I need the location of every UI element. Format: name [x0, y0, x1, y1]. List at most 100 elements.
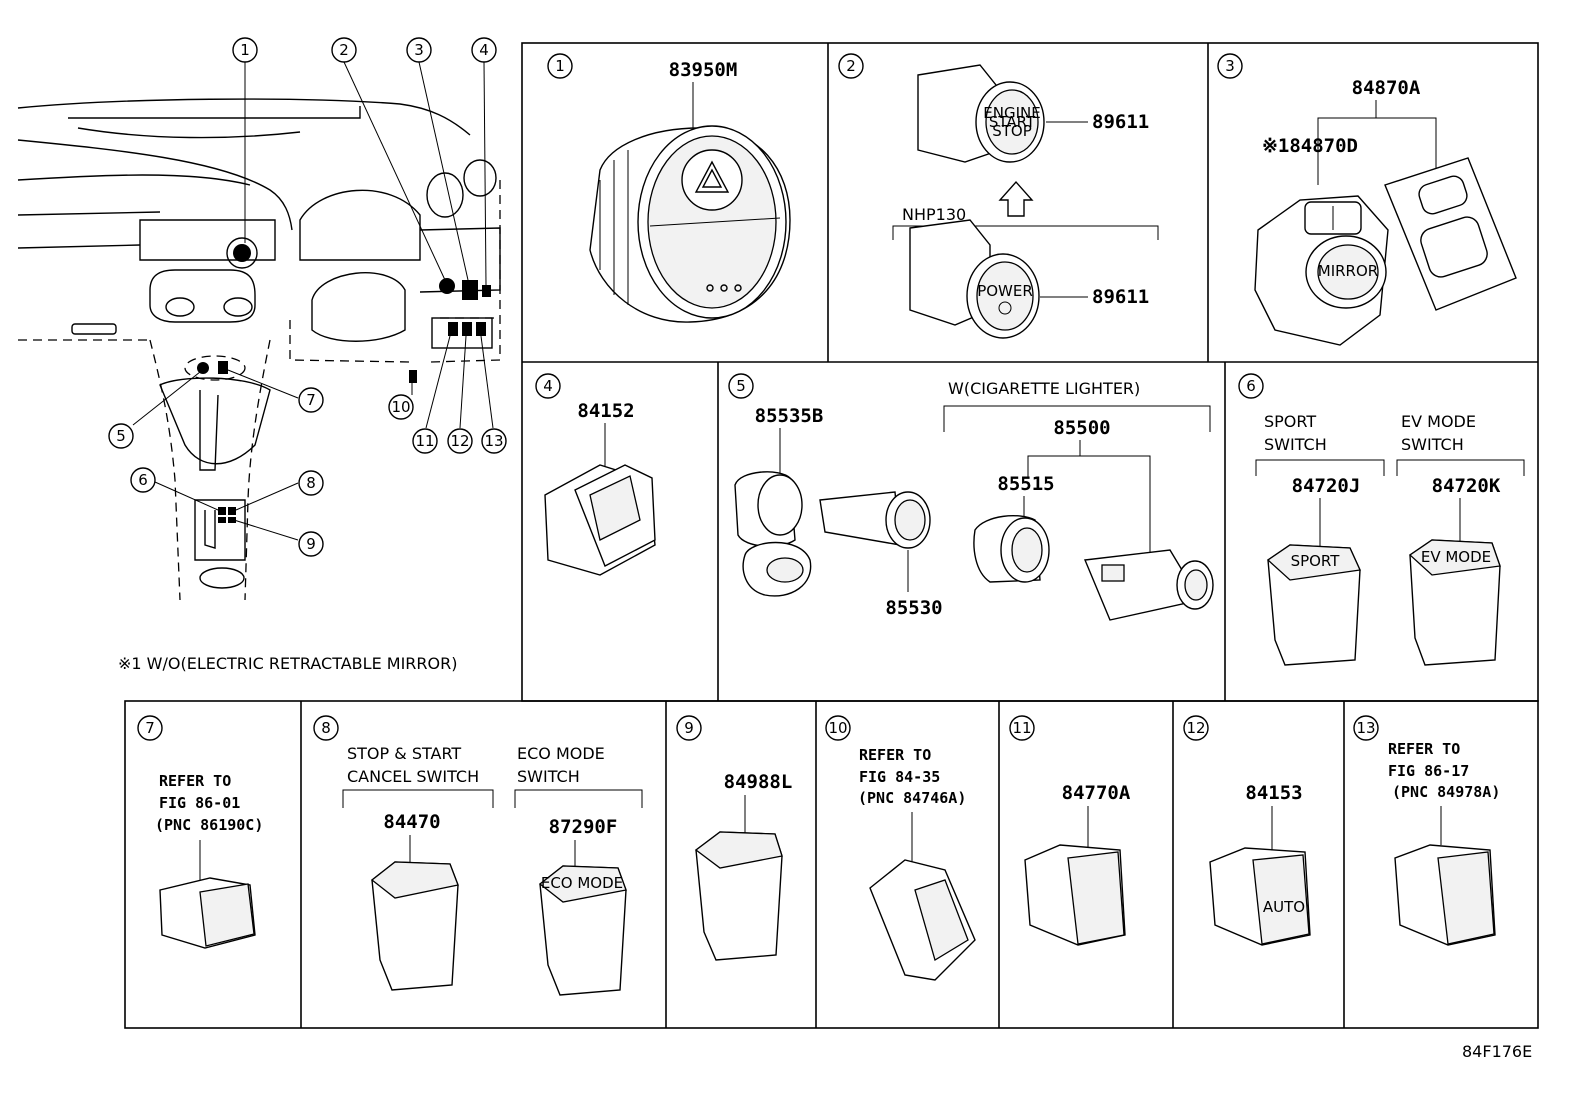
ref-line-2: FIG 84-35 — [859, 768, 940, 786]
svg-text:POWER: POWER — [977, 282, 1033, 300]
dashboard-overview: 1 2 3 4 5 6 7 8 9 10 11 12 13 ※1 W/O(ELE… — [17, 37, 507, 673]
lighter-element-image — [1083, 549, 1214, 621]
part-number-bottom: 89611 — [1092, 286, 1149, 308]
switch-84770a-image — [1024, 844, 1126, 946]
label-a-line2: SWITCH — [1264, 435, 1327, 454]
panel-11-switch: 11 84770A — [1009, 715, 1131, 946]
ref-line-1: REFER TO — [859, 746, 931, 764]
svg-text:2: 2 — [339, 41, 349, 59]
switch-86190c-image — [159, 877, 256, 949]
figure-code: 84F176E — [1462, 1042, 1532, 1061]
eco-mode-switch-image: ECO MODE — [538, 865, 627, 996]
ref-line-3: (PNC 84978A) — [1392, 783, 1500, 801]
svg-text:4: 4 — [543, 377, 553, 395]
part-number: 83950M — [669, 59, 738, 81]
svg-text:4: 4 — [479, 41, 489, 59]
svg-text:6: 6 — [138, 471, 148, 489]
socket-85535b-image — [734, 471, 812, 597]
ev-mode-switch-image: EV MODE — [1408, 539, 1501, 666]
arrow-up-icon — [998, 180, 1034, 217]
overview-callout-11: 11 — [412, 428, 438, 454]
part-number-a: 84470 — [383, 811, 440, 833]
overview-callout-1: 1 — [232, 37, 258, 63]
svg-text:10: 10 — [828, 719, 847, 737]
svg-text:8: 8 — [306, 474, 316, 492]
mirror-bezel-image — [1384, 157, 1517, 311]
plug-85530-image — [819, 491, 931, 549]
ref-line-1: REFER TO — [1388, 740, 1460, 758]
panel-callout — [547, 53, 573, 79]
panel-8-switches: 8 STOP & START CANCEL SWITCH 84470 ECO M… — [313, 715, 643, 996]
svg-text:AUTO: AUTO — [1263, 898, 1305, 916]
part-number: 84988L — [724, 771, 793, 793]
svg-text:3: 3 — [414, 41, 424, 59]
mirror-switch-image: MIRROR — [1254, 195, 1389, 346]
ref-line-2: FIG 86-01 — [159, 794, 240, 812]
svg-text:SPORT: SPORT — [1291, 552, 1341, 570]
overview-callout-2: 2 — [331, 37, 357, 63]
svg-text:11: 11 — [1012, 719, 1031, 737]
overview-callout-8: 8 — [298, 470, 324, 496]
svg-text:ENGINE: ENGINE — [983, 104, 1040, 122]
sport-switch-image: SPORT — [1266, 544, 1361, 666]
svg-text:9: 9 — [306, 535, 316, 553]
panel-13-reference: 13 REFER TO FIG 86-17 (PNC 84978A) — [1353, 715, 1500, 946]
label-b-line1: ECO MODE — [517, 744, 605, 763]
part-number-b: 84720K — [1432, 475, 1501, 497]
ref-line-3: (PNC 86190C) — [155, 816, 263, 834]
overview-callout-6: 6 — [130, 467, 156, 493]
svg-text:7: 7 — [145, 719, 155, 737]
part-number-top: 89611 — [1092, 111, 1149, 133]
overview-callout-10: 10 — [388, 394, 414, 420]
ref-line-2: FIG 86-17 — [1388, 762, 1469, 780]
panel-3-mirror-switch: 3 84870A ※184870D MIRROR — [1217, 53, 1517, 346]
lighter-ring-85515-image — [973, 515, 1050, 583]
switch-84153-image: AUTO — [1209, 847, 1311, 946]
ref-line-1: REFER TO — [159, 772, 231, 790]
panel-grid — [124, 42, 1539, 1029]
part-number-c: 85515 — [997, 473, 1054, 495]
panel-1-hazard-switch: 1 83950M — [547, 53, 791, 323]
overview-callout-3: 3 — [406, 37, 432, 63]
switch-84978a-image — [1394, 844, 1496, 946]
overview-callout-7: 7 — [298, 387, 324, 413]
svg-text:5: 5 — [116, 427, 126, 445]
panel-4-switch: 4 84152 — [535, 373, 656, 576]
overview-callout-9: 9 — [298, 531, 324, 557]
panel-10-reference: 10 REFER TO FIG 84-35 (PNC 84746A) — [825, 715, 976, 981]
switch-84988l-image — [694, 831, 783, 961]
panel-12-switch: 12 84153 AUTO — [1183, 715, 1311, 946]
ref-line-3: (PNC 84746A) — [858, 789, 966, 807]
panel-9-switch: 9 84988L — [676, 715, 793, 961]
part-number: 84153 — [1245, 782, 1302, 804]
panel-2-start-switch: 2 ENGINE START STOP 89611 NHP130 POWER 8… — [838, 53, 1159, 339]
variant-label: NHP130 — [902, 205, 966, 224]
part-number-a: 85535B — [755, 405, 824, 427]
part-number-main: 84870A — [1352, 77, 1421, 99]
overview-callout-4: 4 — [471, 37, 497, 63]
svg-text:11: 11 — [415, 432, 434, 450]
part-number-a: 84720J — [1292, 475, 1361, 497]
svg-text:MIRROR: MIRROR — [1318, 262, 1378, 280]
svg-text:STOP: STOP — [992, 122, 1032, 140]
part-number-group: 85500 — [1053, 417, 1110, 439]
svg-text:10: 10 — [391, 398, 410, 416]
start-switch-top-image: ENGINE START STOP — [917, 64, 1045, 163]
svg-text:8: 8 — [321, 719, 331, 737]
svg-text:EV MODE: EV MODE — [1421, 548, 1491, 566]
panel-6-mode-switches: 6 SPORT SWITCH 84720J SPORT EV MODE SWIT… — [1238, 373, 1525, 666]
group-label: W(CIGARETTE LIGHTER) — [948, 379, 1140, 398]
part-number-sub: ※184870D — [1262, 135, 1358, 157]
svg-text:3: 3 — [1225, 57, 1235, 75]
part-number: 84770A — [1062, 782, 1131, 804]
part-number-b: 87290F — [549, 816, 618, 838]
switch-84746a-image — [869, 859, 976, 981]
label-a-line2: CANCEL SWITCH — [347, 767, 479, 786]
overview-callout-12: 12 — [447, 428, 473, 454]
label-b-line2: SWITCH — [1401, 435, 1464, 454]
part-number: 84152 — [577, 400, 634, 422]
stop-start-switch-image — [370, 861, 459, 991]
label-b-line2: SWITCH — [517, 767, 580, 786]
svg-text:1: 1 — [555, 57, 565, 75]
svg-text:13: 13 — [1356, 719, 1375, 737]
